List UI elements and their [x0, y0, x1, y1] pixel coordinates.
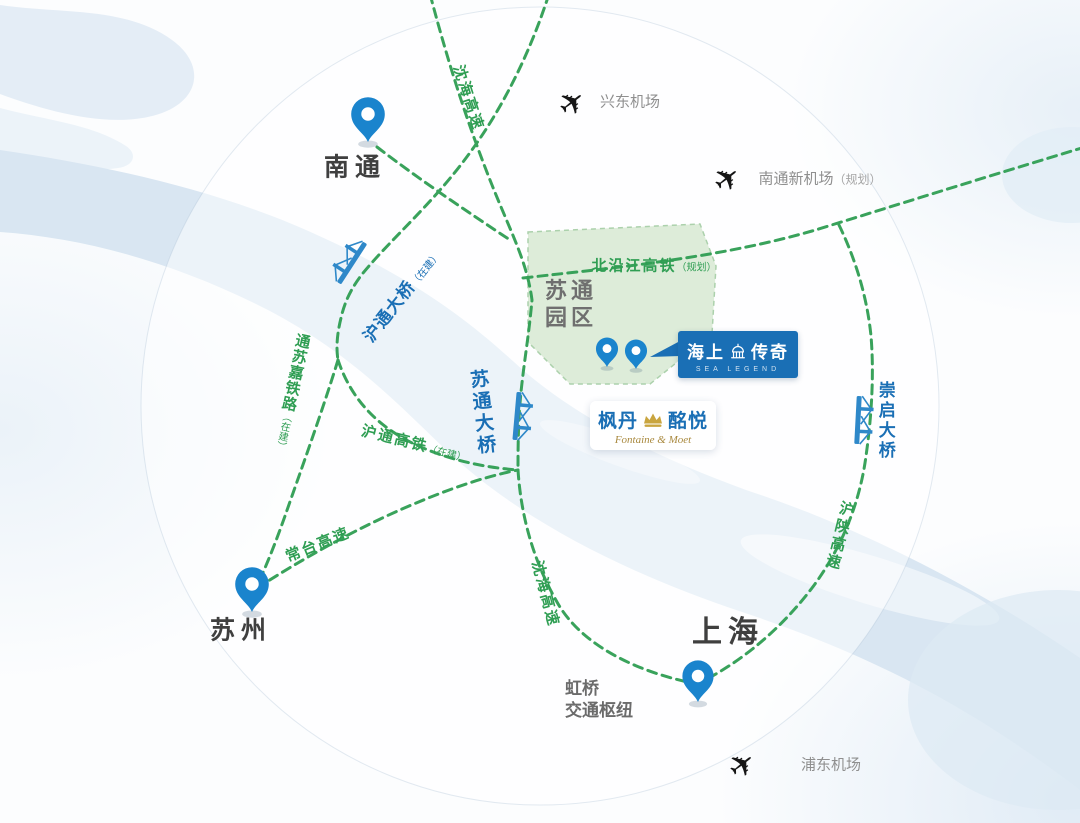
river-topleft-band	[0, 5, 195, 120]
city-label-nantong: 南通	[323, 153, 387, 182]
crown-icon	[644, 413, 663, 427]
airport-label-xingdong: 兴东机场	[599, 93, 661, 111]
rail-beiyanjiang-hsr	[521, 146, 1080, 280]
road-name: 北沿江高铁	[591, 257, 677, 275]
map-focus-circle	[140, 6, 940, 806]
road-hutong-corridor	[335, 0, 549, 362]
city-label-shanghai: 上海	[692, 615, 764, 649]
project-card-sea-legend: 海上 传奇 SEA LEGEND	[678, 331, 798, 378]
road-hushaan-expressway	[699, 223, 874, 684]
project-card-fontaine: 枫丹 酩悦 Fontaine & Moet	[590, 401, 717, 450]
project-name-right: 传奇	[751, 343, 789, 362]
park-label-line2: 园区	[545, 305, 598, 330]
project-subtitle: Fontaine & Moet	[614, 434, 692, 446]
park-label-line1: 苏通	[545, 278, 598, 303]
project-name-right: 酩悦	[668, 411, 709, 432]
pavilion-icon	[731, 343, 745, 358]
city-label-suzhou: 苏州	[209, 616, 273, 645]
road-shenhai-expressway-south	[516, 468, 699, 686]
bridge-label-chongqi: 崇启大桥	[875, 381, 895, 461]
project-subtitle: SEA LEGEND	[695, 366, 781, 373]
rail-hutong-hsr	[336, 358, 520, 472]
hub-label-line1: 虹桥	[565, 679, 599, 698]
rail-tongsujia	[252, 358, 340, 594]
road-label-beiyanjiang: 北沿江高铁（规划）	[591, 257, 716, 274]
river-topleft-band-2	[0, 108, 133, 170]
airport-label-nantong-new: 南通新机场（规划）	[758, 170, 881, 187]
road-nantong-connector	[375, 145, 512, 242]
road-note: （规划）	[676, 262, 717, 274]
park-label-sutong: 苏通 园区	[545, 277, 597, 331]
water-wash-bottom-right	[908, 590, 1080, 810]
sea-legend-pointer	[650, 341, 680, 357]
airport-note: （规划）	[833, 172, 882, 187]
road-changtai-expressway	[255, 468, 520, 590]
water-wash-top-right	[1002, 127, 1080, 223]
hub-label-hongqiao: 虹桥 交通枢纽	[565, 678, 633, 722]
airport-name: 南通新机场	[758, 170, 834, 188]
project-name-left: 海上	[687, 343, 725, 362]
airport-label-pudong: 浦东机场	[800, 756, 862, 774]
hub-label-line2: 交通枢纽	[565, 701, 633, 720]
project-name-left: 枫丹	[598, 411, 639, 432]
